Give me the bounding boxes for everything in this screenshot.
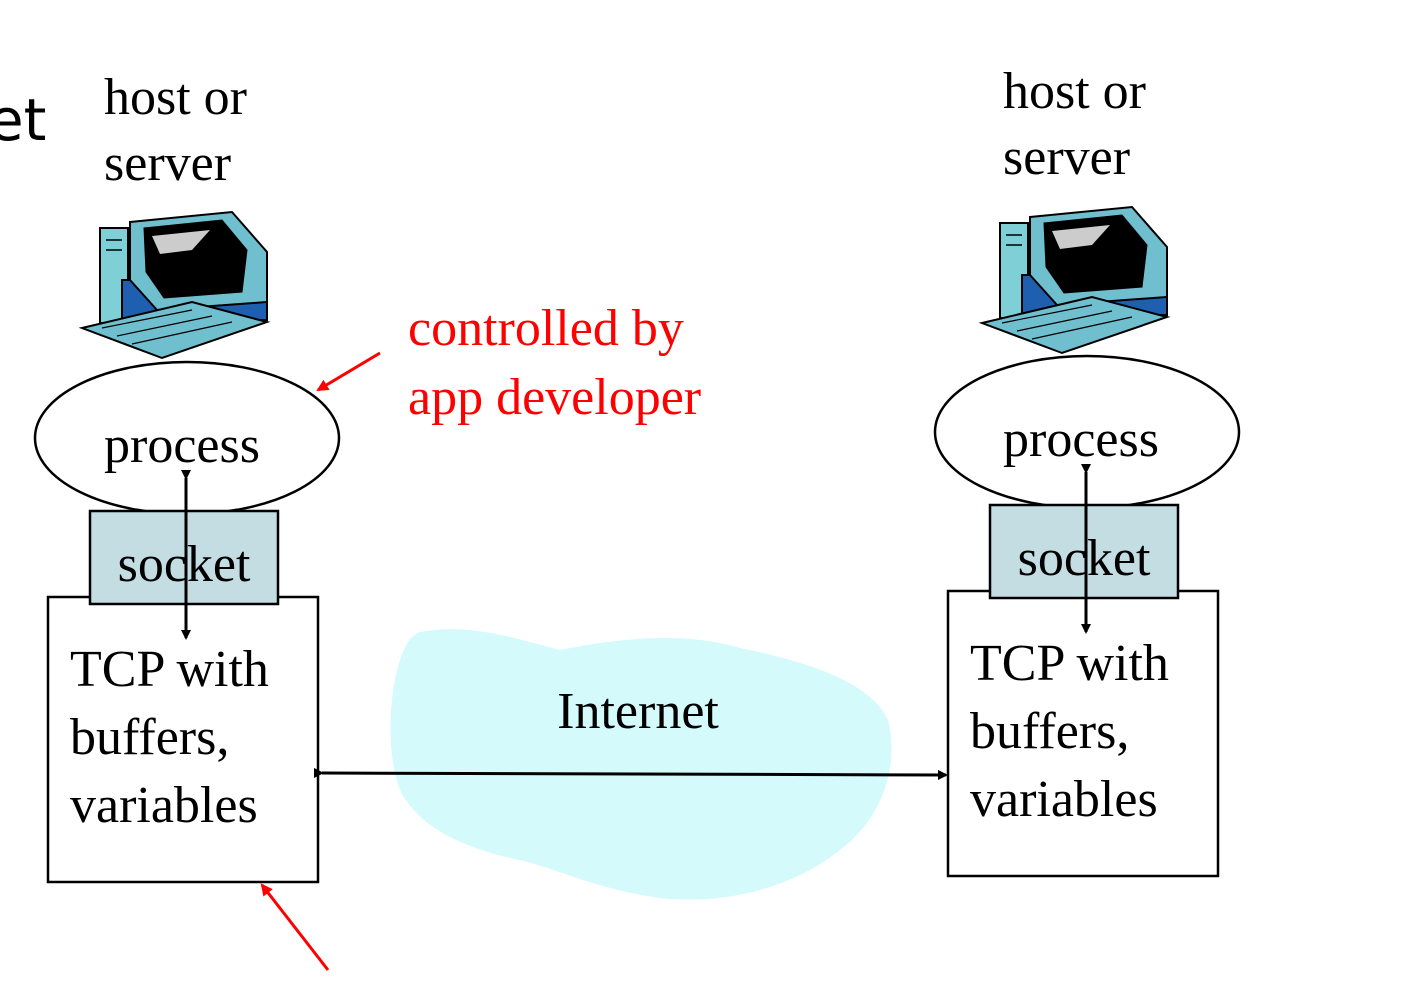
computer-icon <box>978 205 1171 355</box>
internet-cloud <box>390 629 892 900</box>
annotation-arrow-process <box>316 351 381 392</box>
right-tcp-line3: variables <box>970 771 1158 828</box>
title-fragment: et <box>0 86 46 154</box>
left-tcp-line3: variables <box>70 777 258 834</box>
left-socket-label: socket <box>118 536 251 593</box>
right-process-label: process <box>1003 411 1159 468</box>
computer-icon <box>78 210 271 360</box>
left-host-label-line2: server <box>104 135 231 192</box>
annotation-line2: app developer <box>408 369 701 426</box>
left-host-label-line1: host or <box>104 69 247 126</box>
right-tcp-line1: TCP with <box>970 635 1169 692</box>
right-host-label-line1: host or <box>1003 63 1146 120</box>
left-process-label: process <box>104 417 260 474</box>
right-host: host or server process TCP with buffers,… <box>933 63 1241 878</box>
left-host: host or server process TCP with buffers, <box>33 69 341 884</box>
right-host-label-line2: server <box>1003 129 1130 186</box>
right-tcp-box <box>946 589 1220 878</box>
annotation-line1: controlled by <box>408 300 684 357</box>
internet-connection-arrow <box>313 767 948 780</box>
right-socket-label: socket <box>1018 530 1151 587</box>
right-tcp-line2: buffers, <box>970 703 1129 760</box>
left-tcp-box <box>46 595 320 884</box>
annotation-arrow-tcp <box>260 883 330 971</box>
left-tcp-line1: TCP with <box>70 641 269 698</box>
internet-label: Internet <box>557 683 719 740</box>
left-tcp-line2: buffers, <box>70 709 229 766</box>
